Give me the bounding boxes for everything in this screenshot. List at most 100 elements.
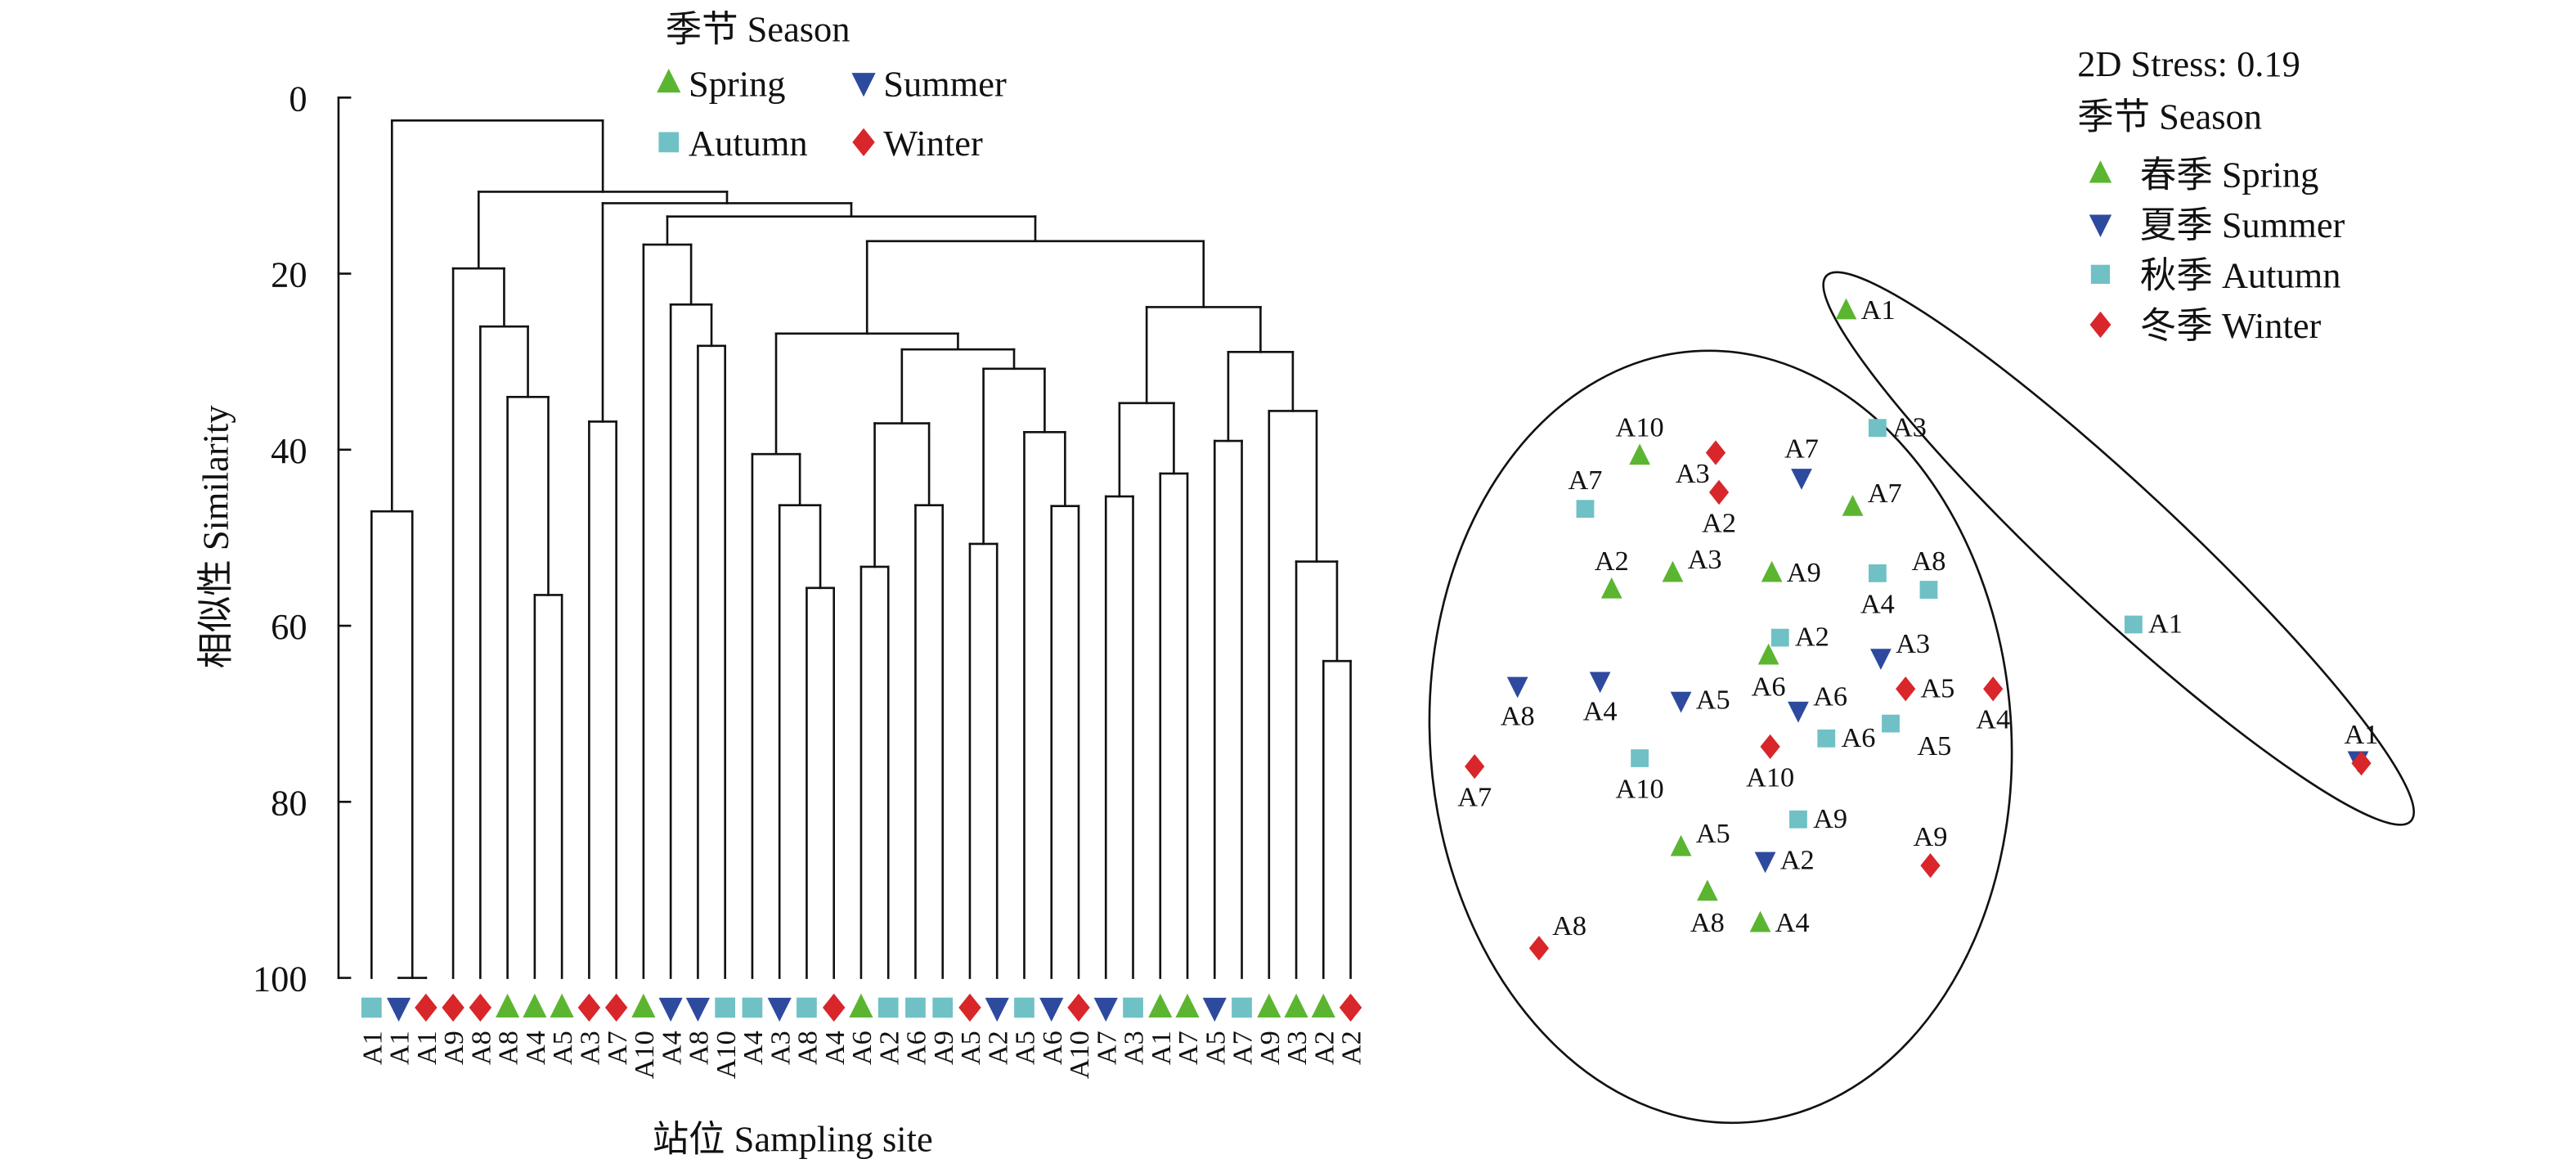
winter-diamond-marker bbox=[442, 993, 464, 1022]
point-label: A2 bbox=[1595, 546, 1629, 577]
spring-triangle-up-marker bbox=[2089, 160, 2112, 183]
leaf-label: A3 bbox=[765, 1031, 796, 1065]
leaf-label: A7 bbox=[1173, 1031, 1204, 1065]
legend-spring: Spring bbox=[689, 63, 785, 104]
point-label: A7 bbox=[1784, 434, 1819, 465]
leaf-label: A4 bbox=[520, 1031, 551, 1065]
mds-legend-entries: 春季 Spring 夏季 Summer 秋季 Autumn 冬季 Winter bbox=[2089, 154, 2345, 346]
leaf-label: A4 bbox=[656, 1031, 687, 1065]
autumn-square-marker bbox=[1123, 997, 1143, 1018]
point-label: A4 bbox=[1775, 907, 1810, 938]
leaf-label: A2 bbox=[1308, 1031, 1340, 1065]
x-axis-title: 站位 Sampling site bbox=[653, 1119, 933, 1160]
spring-triangle-up-marker bbox=[1835, 298, 1857, 320]
autumn-square-marker bbox=[932, 997, 954, 1018]
point-label: A1 bbox=[1861, 294, 1896, 326]
winter-diamond-marker bbox=[1983, 676, 2004, 702]
leaf-label: A9 bbox=[928, 1031, 959, 1065]
y-tick-label: 20 bbox=[271, 254, 307, 295]
autumn-square-marker bbox=[877, 997, 899, 1018]
leaf-label: A1 bbox=[411, 1031, 442, 1065]
dendrogram-tree bbox=[370, 119, 1352, 979]
spring-triangle-up-marker bbox=[631, 993, 656, 1018]
autumn-square-marker bbox=[1919, 581, 1938, 599]
point-label: A3 bbox=[1892, 411, 1927, 442]
point-label: A1 bbox=[2148, 609, 2183, 640]
point-label: A5 bbox=[1696, 684, 1730, 715]
spring-triangle-up-marker bbox=[657, 69, 681, 93]
mds-legend-summer: 夏季 Summer bbox=[2140, 204, 2345, 245]
leaf-label: A5 bbox=[547, 1031, 578, 1065]
mds-points bbox=[1465, 298, 2372, 961]
point-label: A2 bbox=[1702, 507, 1736, 538]
leaf-label: A6 bbox=[1037, 1031, 1068, 1065]
leaf-label: A4 bbox=[738, 1031, 769, 1065]
point-label: A3 bbox=[1896, 628, 1930, 659]
mds-legend-spring: 春季 Spring bbox=[2140, 154, 2318, 195]
summer-triangle-down-marker bbox=[1791, 469, 1812, 490]
summer-triangle-down-marker bbox=[1870, 649, 1892, 670]
mds-legend-title: 季节 Season bbox=[2077, 97, 2262, 137]
leaf-label: A3 bbox=[574, 1031, 605, 1065]
point-label: A6 bbox=[1752, 671, 1786, 702]
leaf-label: A5 bbox=[1200, 1031, 1231, 1065]
point-label: A7 bbox=[1568, 465, 1602, 496]
y-tick-label: 0 bbox=[289, 78, 307, 119]
autumn-square-marker bbox=[1789, 810, 1807, 829]
spring-triangle-up-marker bbox=[496, 993, 520, 1018]
summer-triangle-down-marker bbox=[1589, 672, 1611, 694]
spring-triangle-up-marker bbox=[1662, 560, 1684, 582]
spring-triangle-up-marker bbox=[1629, 443, 1650, 465]
summer-triangle-down-marker bbox=[1506, 676, 1528, 699]
spring-triangle-up-marker bbox=[849, 993, 873, 1018]
leaf-label: A9 bbox=[438, 1031, 469, 1065]
leaf-label: A7 bbox=[1227, 1031, 1259, 1065]
point-label: A8 bbox=[1911, 546, 1945, 577]
winter-diamond-marker bbox=[415, 993, 438, 1022]
summer-triangle-down-marker bbox=[2089, 214, 2112, 237]
winter-diamond-marker bbox=[577, 993, 601, 1022]
y-axis-title: 相似性 Similarity bbox=[195, 405, 236, 669]
leaf-label: A5 bbox=[1010, 1031, 1041, 1065]
spring-triangle-up-marker bbox=[1175, 993, 1200, 1018]
autumn-square-marker bbox=[742, 997, 763, 1018]
winter-diamond-marker bbox=[852, 128, 875, 157]
point-label: A4 bbox=[1860, 588, 1895, 619]
autumn-square-marker bbox=[1868, 419, 1887, 438]
autumn-square-marker bbox=[658, 132, 680, 153]
leaf-label: A2 bbox=[1336, 1031, 1367, 1065]
leaf-label: A5 bbox=[955, 1031, 986, 1065]
mds-legend-winter: 冬季 Winter bbox=[2140, 305, 2322, 346]
point-label: A9 bbox=[1787, 557, 1821, 588]
point-label: A8 bbox=[1690, 907, 1725, 938]
winter-diamond-marker bbox=[1920, 853, 1941, 878]
cluster-ellipse-main bbox=[1428, 349, 2013, 1125]
leaf-label: A1 bbox=[357, 1031, 388, 1065]
point-label: A5 bbox=[1696, 818, 1730, 849]
spring-triangle-up-marker bbox=[1761, 560, 1783, 582]
leaf-label: A10 bbox=[1064, 1031, 1095, 1079]
winter-diamond-marker bbox=[1465, 753, 1485, 779]
autumn-square-marker bbox=[905, 997, 926, 1018]
legend-winter: Winter bbox=[883, 123, 983, 164]
point-label: A10 bbox=[1616, 411, 1664, 442]
autumn-square-marker bbox=[2124, 615, 2143, 634]
y-tick-label: 80 bbox=[271, 782, 307, 823]
point-label: A4 bbox=[1583, 696, 1618, 727]
mds-legend-autumn: 秋季 Autumn bbox=[2140, 255, 2340, 296]
point-label: A9 bbox=[1813, 803, 1847, 834]
leaf-label: A6 bbox=[901, 1031, 932, 1065]
summer-triangle-down-marker bbox=[985, 997, 1009, 1022]
winter-diamond-marker bbox=[822, 993, 846, 1022]
spring-triangle-up-marker bbox=[1311, 993, 1335, 1018]
leaf-label: A3 bbox=[1119, 1031, 1150, 1065]
y-tick-label: 40 bbox=[271, 430, 307, 471]
winter-diamond-marker bbox=[1705, 440, 1726, 465]
winter-diamond-marker bbox=[1760, 734, 1780, 760]
autumn-square-marker bbox=[2090, 264, 2111, 285]
winter-diamond-marker bbox=[2089, 311, 2112, 339]
leaf-label: A4 bbox=[819, 1031, 850, 1065]
